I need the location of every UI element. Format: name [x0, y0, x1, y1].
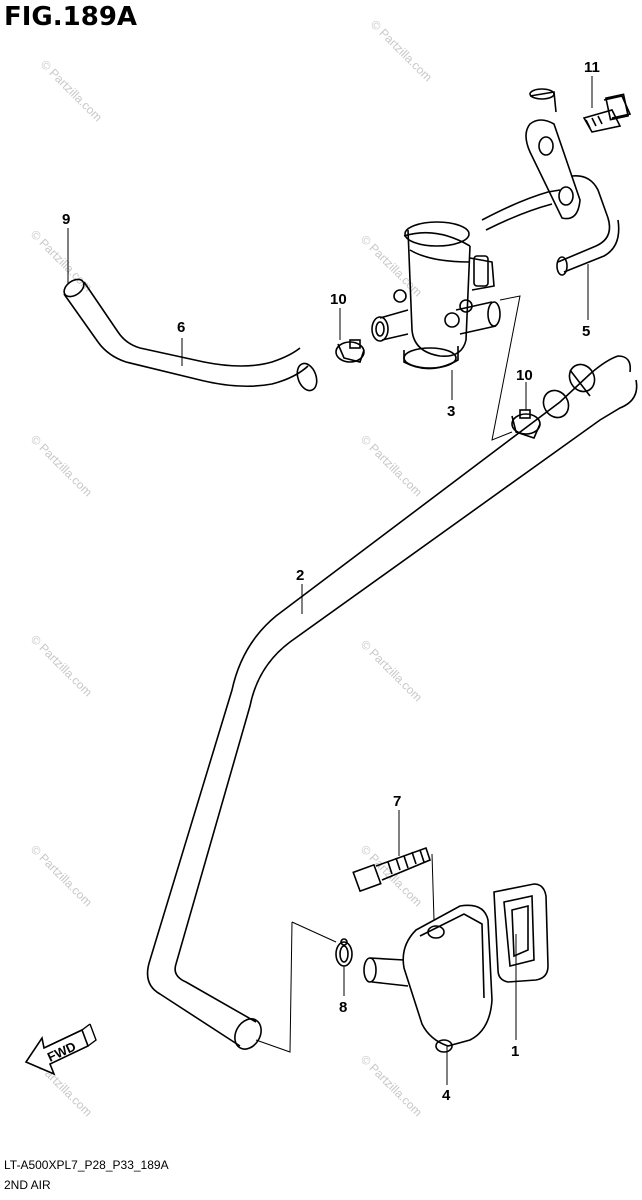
footer-name: 2ND AIR — [4, 1178, 51, 1192]
watermark: © Partzilla.com — [28, 432, 95, 499]
callout-11: 11 — [584, 59, 600, 76]
bolt-part-11 — [582, 93, 632, 133]
hose-part-6 — [63, 278, 318, 392]
callout-7: 7 — [393, 793, 401, 810]
fwd-arrow-icon: FWD — [24, 1023, 97, 1076]
callout-10-upper: 10 — [330, 291, 347, 308]
callout-8: 8 — [339, 999, 347, 1016]
callout-2: 2 — [296, 567, 304, 584]
air-valve-part-3 — [371, 221, 501, 370]
watermark: © Partzilla.com — [28, 842, 95, 909]
pipe-part-5 — [481, 88, 620, 276]
footer-code: LT-A500XPL7_P28_P33_189A — [4, 1158, 169, 1172]
watermark: © Partzilla.com — [28, 632, 95, 699]
hose-part-2 — [146, 355, 638, 1050]
leader-lines — [67, 76, 593, 1085]
callout-6: 6 — [177, 319, 185, 336]
callout-layer: 1 2 3 4 5 6 7 8 9 10 10 11 — [62, 59, 600, 1104]
callout-10-lower: 10 — [516, 367, 533, 384]
fwd-label: FWD — [45, 1039, 78, 1065]
clamp-part-10-upper — [335, 339, 365, 363]
callout-3: 3 — [447, 403, 455, 420]
figure-title: FIG.189A — [4, 2, 138, 32]
reed-valve-cover-part-4 — [363, 904, 493, 1053]
watermark: © Partzilla.com — [358, 432, 425, 499]
callout-1: 1 — [511, 1043, 519, 1060]
watermark: © Partzilla.com — [38, 57, 105, 124]
callout-5: 5 — [582, 323, 590, 340]
o-ring-part-8 — [335, 938, 353, 967]
watermark-layer: © Partzilla.com © Partzilla.com © Partzi… — [28, 17, 435, 1119]
bolt-part-7 — [352, 846, 431, 893]
reed-valve-part-1 — [493, 883, 549, 983]
assembly-guide-lines — [255, 295, 521, 1053]
callout-4: 4 — [442, 1087, 451, 1104]
watermark: © Partzilla.com — [358, 1052, 425, 1119]
clamp-part-10-lower — [511, 409, 541, 439]
watermark: © Partzilla.com — [368, 17, 435, 84]
watermark: © Partzilla.com — [358, 637, 425, 704]
callout-9: 9 — [62, 211, 70, 228]
